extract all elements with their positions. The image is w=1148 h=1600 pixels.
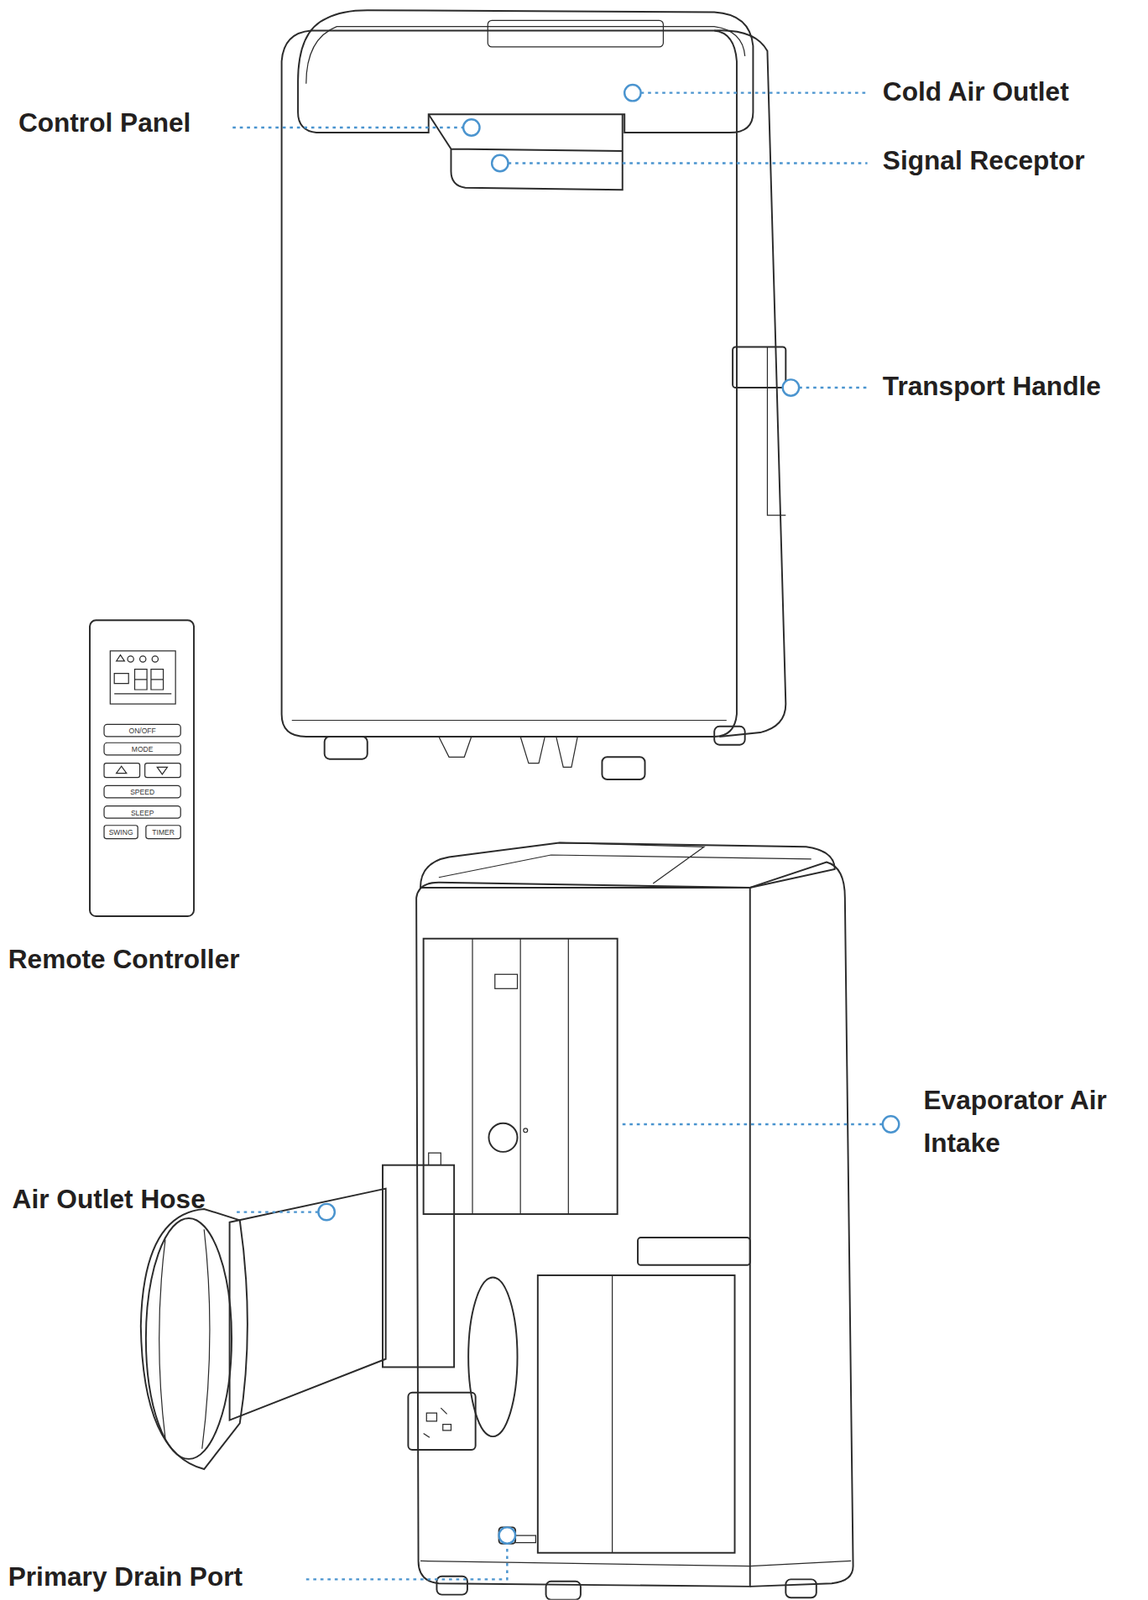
cold-air-outlet-slot xyxy=(487,20,663,47)
leader-dot xyxy=(782,379,799,396)
remote-button xyxy=(146,825,181,840)
grille-tab xyxy=(495,974,518,989)
leader-line xyxy=(798,386,867,389)
back-unit xyxy=(140,842,854,1600)
button-label: ON/OFF xyxy=(104,724,181,737)
power-socket-panel xyxy=(407,1393,475,1451)
unit-base-line xyxy=(420,1560,851,1566)
remote-button xyxy=(104,724,181,737)
handle-groove xyxy=(767,346,786,516)
nozzle-ridges xyxy=(159,1229,210,1449)
leader-line xyxy=(236,1210,319,1213)
leader-line xyxy=(306,1544,508,1581)
part-label: Air Outlet Hose xyxy=(12,1184,206,1216)
button-label: SWING xyxy=(104,825,138,840)
screen-digits xyxy=(114,669,172,695)
leader-line xyxy=(622,1123,883,1126)
unit-body xyxy=(281,30,737,736)
leader-dot xyxy=(491,155,508,172)
arrow-symbol xyxy=(116,766,168,775)
leader-line xyxy=(641,91,868,94)
remote-controller xyxy=(89,620,194,917)
front-unit xyxy=(281,10,787,780)
caster-wheel xyxy=(546,1581,581,1600)
part-label: Evaporator Air Intake xyxy=(923,1078,1148,1164)
socket-symbols xyxy=(423,1408,452,1438)
unit-body xyxy=(416,882,751,1587)
unit-side-panel xyxy=(714,30,786,737)
remote-screen xyxy=(109,651,176,705)
leader-dot xyxy=(624,84,641,101)
hose-clip xyxy=(428,1153,442,1166)
caster-wheel xyxy=(324,736,368,760)
lid-edge xyxy=(306,26,746,84)
port-screw xyxy=(523,1128,528,1133)
grille-divider xyxy=(472,939,569,1215)
button-label: SLEEP xyxy=(104,806,181,820)
top-panel-divider xyxy=(438,842,812,884)
caster-wheel xyxy=(601,756,645,780)
part-label: Remote Controller xyxy=(8,944,241,976)
port-cap xyxy=(488,1123,517,1153)
leader-dot xyxy=(463,119,480,136)
hose-body xyxy=(229,1189,387,1421)
side-handle xyxy=(637,1237,751,1266)
button-label: SPEED xyxy=(104,785,181,799)
drain-fitting xyxy=(515,1535,536,1544)
remote-button xyxy=(104,785,181,799)
remote-button xyxy=(104,806,181,820)
remote-button xyxy=(145,763,182,778)
condenser-grille xyxy=(537,1275,736,1554)
leader-dot xyxy=(882,1116,899,1133)
caster-wheel xyxy=(714,726,745,746)
drain-port xyxy=(499,1527,516,1544)
caster-wheel xyxy=(785,1579,816,1598)
leader-line xyxy=(508,161,868,164)
remote-button xyxy=(104,825,138,840)
base-foot xyxy=(438,736,578,768)
screen-icons xyxy=(116,655,159,663)
part-label: Transport Handle xyxy=(882,370,1102,402)
part-label: Signal Receptor xyxy=(882,145,1086,178)
button-label: MODE xyxy=(104,742,181,756)
transport-handle-recess xyxy=(732,346,786,388)
leader-line xyxy=(232,126,464,129)
part-label: Control Panel xyxy=(18,107,192,140)
leader-dot xyxy=(318,1204,334,1221)
button-label: TIMER xyxy=(146,825,181,840)
part-label: Primary Drain Port xyxy=(8,1560,243,1593)
control-panel-recess xyxy=(428,114,623,190)
nozzle-opening xyxy=(146,1218,232,1460)
hose-nozzle xyxy=(140,1209,248,1470)
top-lid xyxy=(297,10,753,133)
hose-mount-plate xyxy=(382,1165,454,1368)
remote-body xyxy=(89,620,194,917)
unit-base-line xyxy=(292,720,727,721)
part-label: Cold Air Outlet xyxy=(882,76,1070,109)
evaporator-grille xyxy=(423,939,618,1215)
remote-button xyxy=(104,742,181,756)
remote-button xyxy=(104,763,141,778)
leader-dot xyxy=(499,1527,516,1544)
callout-leaders xyxy=(232,84,899,1580)
unit-side-panel xyxy=(750,862,854,1587)
grille-divider xyxy=(611,1275,613,1554)
top-panel xyxy=(420,842,835,888)
